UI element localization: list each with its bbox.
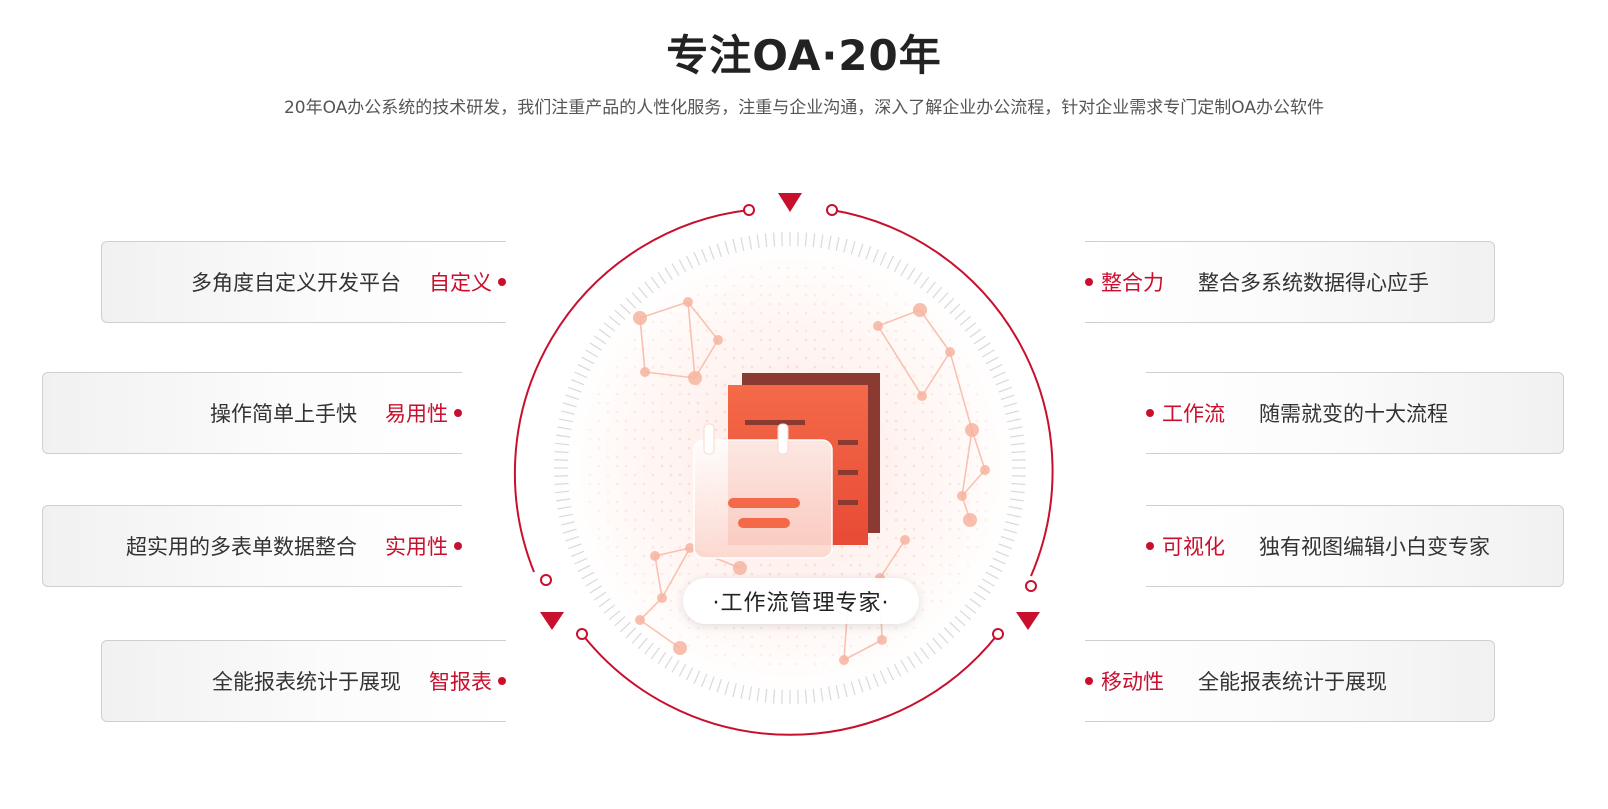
feature-tag: 可视化	[1162, 535, 1225, 559]
feature-tag: 易用性	[385, 402, 448, 426]
feature-card-usability: 操作简单上手快 易用性	[42, 372, 462, 454]
page-subtitle: 20年OA办公系统的技术研发，我们注重产品的人性化服务，注重与企业沟通，深入了解…	[283, 98, 1325, 118]
feature-tag: 实用性	[385, 535, 448, 559]
feature-card-workflow: 工作流 随需就变的十大流程	[1146, 372, 1564, 454]
outer-ring	[513, 209, 1054, 736]
feature-card-practicality: 超实用的多表单数据整合 实用性	[42, 505, 462, 587]
feature-desc: 整合多系统数据得心应手	[1198, 271, 1429, 295]
feature-desc: 多角度自定义开发平台	[191, 271, 401, 295]
feature-card-integration: 整合力 整合多系统数据得心应手	[1085, 241, 1495, 323]
feature-tag: 移动性	[1101, 670, 1164, 694]
feature-card-visualization: 可视化 独有视图编辑小白变专家	[1146, 505, 1564, 587]
feature-desc: 操作简单上手快	[210, 402, 357, 426]
page-title: 专注OA·20年	[666, 31, 942, 80]
document-stack-icon	[693, 373, 880, 559]
ring-arrows	[540, 193, 1040, 630]
bullet-dot-icon	[1085, 278, 1093, 286]
feature-tag: 整合力	[1101, 271, 1164, 295]
feature-tag: 工作流	[1162, 402, 1225, 426]
bullet-dot-icon	[1146, 409, 1154, 417]
bullet-dot-icon	[454, 409, 462, 417]
bullet-dot-icon	[498, 278, 506, 286]
center-label: ·工作流管理专家·	[683, 578, 919, 624]
feature-card-reporting: 全能报表统计于展现 智报表	[101, 640, 506, 722]
feature-card-customize: 多角度自定义开发平台 自定义	[101, 241, 506, 323]
feature-desc: 随需就变的十大流程	[1259, 402, 1448, 426]
feature-desc: 全能报表统计于展现	[1198, 670, 1387, 694]
feature-desc: 全能报表统计于展现	[212, 670, 401, 694]
bullet-dot-icon	[1146, 542, 1154, 550]
feature-desc: 超实用的多表单数据整合	[126, 535, 357, 559]
feature-tag: 自定义	[429, 271, 492, 295]
network-graph	[633, 297, 990, 665]
feature-tag: 智报表	[429, 670, 492, 694]
feature-card-mobility: 移动性 全能报表统计于展现	[1085, 640, 1495, 722]
feature-desc: 独有视图编辑小白变专家	[1259, 535, 1490, 559]
bullet-dot-icon	[498, 677, 506, 685]
bullet-dot-icon	[1085, 677, 1093, 685]
tick-ring	[554, 232, 1026, 704]
bullet-dot-icon	[454, 542, 462, 550]
ring-nodes	[540, 204, 1037, 640]
